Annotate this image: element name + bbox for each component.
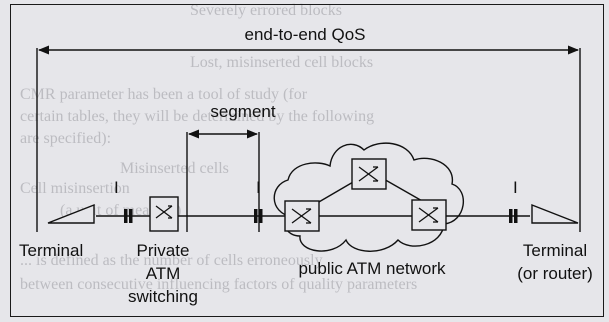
- interface-ticks: [124, 209, 518, 223]
- background-text-line: ... is defined as the number of cells er…: [20, 252, 323, 269]
- terminal-right-label-line2: (or router): [517, 264, 593, 283]
- public-switch-top-icon: [351, 158, 387, 190]
- terminal-left-label: Terminal: [19, 241, 83, 260]
- private-switching-label-line2: ATM: [146, 264, 181, 283]
- background-text-line: Misinserted cells: [120, 160, 229, 177]
- public-switch-right-icon: [411, 199, 447, 231]
- segment-dimension: segment: [186, 102, 276, 232]
- background-text-line: between consecutive influencing factors …: [20, 276, 418, 293]
- background-text-line: Severely errored blocks: [190, 2, 342, 19]
- public-network-label: public ATM network: [298, 259, 446, 278]
- background-text-line: Cell misinsertion: [20, 180, 130, 197]
- background-text-line: are specified):: [20, 130, 112, 147]
- background-text-line: CMR parameter has been a tool of study (…: [20, 86, 308, 103]
- interface-label: I: [256, 178, 261, 197]
- segment-label: segment: [210, 102, 275, 121]
- private-switching-label-line3: switching: [128, 287, 198, 306]
- public-link-top-right: [381, 177, 425, 203]
- interface-label: I: [114, 178, 119, 197]
- private-switch-icon: [149, 196, 179, 232]
- end-to-end-qos-label: end-to-end QoS: [245, 25, 366, 44]
- public-network-cloud: [273, 142, 465, 252]
- terminal-right-icon: [531, 203, 579, 224]
- terminal-right-label-line1: Terminal: [523, 241, 587, 260]
- terminal-left-icon: [47, 203, 95, 224]
- background-text-line: certain tables, they will be determined …: [20, 108, 375, 125]
- public-switch-left-icon: [284, 200, 320, 232]
- private-switching-label-line1: Private: [137, 241, 190, 260]
- end-to-end-qos-dimension: end-to-end QoS: [36, 22, 581, 232]
- background-text-line: Lost, misinserted cell blocks: [190, 54, 374, 71]
- interface-label: I: [513, 178, 518, 197]
- figure-frame: [10, 4, 604, 317]
